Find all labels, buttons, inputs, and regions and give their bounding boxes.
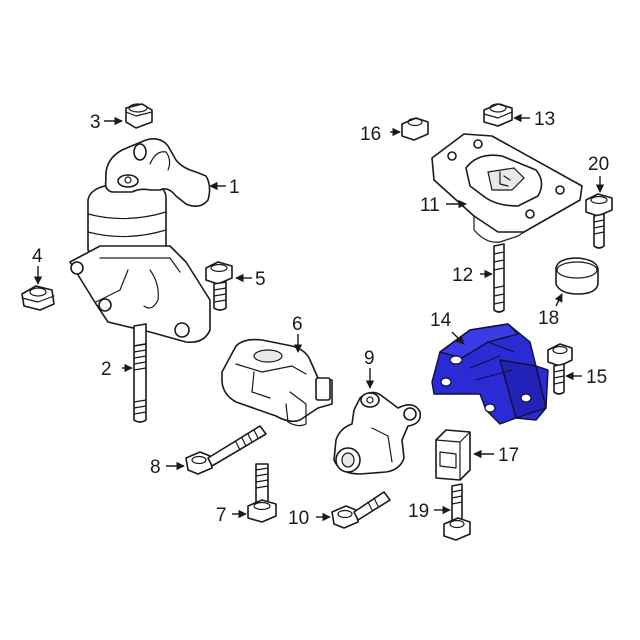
callout-17: 17: [498, 445, 519, 466]
part-20-bolt[interactable]: [585, 193, 613, 249]
callout-12: 12: [452, 265, 473, 286]
callout-8: 8: [150, 457, 161, 478]
part-3-nut[interactable]: [125, 103, 153, 129]
leader-lines: [33, 113, 605, 522]
part-8-bolt[interactable]: [185, 425, 267, 475]
part-2-stud[interactable]: [133, 323, 147, 423]
part-11-transmission-mount[interactable]: [431, 133, 583, 243]
callout-9: 9: [364, 348, 375, 369]
part-18-cap[interactable]: [555, 257, 599, 295]
callout-4: 4: [32, 246, 43, 267]
part-4-nut[interactable]: [21, 285, 55, 311]
callout-1: 1: [229, 177, 240, 198]
part-13-nut[interactable]: [483, 103, 513, 127]
callout-labels: 3 1 4 5 2 6 9 8 7 10 16 13 20 11 12 18 1…: [32, 109, 609, 529]
part-7-bolt[interactable]: [247, 463, 277, 523]
callout-5: 5: [255, 269, 266, 290]
leader-18: [554, 293, 563, 307]
part-15-bolt[interactable]: [547, 343, 573, 395]
part-1-engine-mount[interactable]: [69, 138, 211, 344]
callout-19: 19: [408, 501, 429, 522]
part-17-block[interactable]: [435, 429, 471, 481]
callout-7: 7: [216, 505, 227, 526]
callout-18: 18: [538, 308, 559, 329]
part-16-nut[interactable]: [401, 117, 429, 141]
callout-14: 14: [430, 310, 452, 331]
callout-20: 20: [588, 154, 609, 175]
part-9-bracket[interactable]: [333, 391, 422, 475]
callout-16: 16: [360, 124, 381, 145]
leader-14: [451, 331, 465, 345]
callout-2: 2: [101, 359, 112, 380]
part-5-bolt[interactable]: [205, 261, 233, 311]
part-10-bolt[interactable]: [331, 491, 391, 529]
part-14-bracket-highlighted[interactable]: [431, 323, 549, 425]
callout-6: 6: [292, 314, 303, 335]
callout-13: 13: [534, 109, 555, 130]
part-19-bolt[interactable]: [443, 483, 471, 541]
part-12-stud[interactable]: [493, 243, 505, 313]
callout-11: 11: [420, 195, 440, 216]
callout-10: 10: [288, 508, 309, 529]
callout-3: 3: [90, 112, 101, 133]
callout-15: 15: [586, 367, 607, 388]
part-6-insulator[interactable]: [221, 338, 333, 427]
